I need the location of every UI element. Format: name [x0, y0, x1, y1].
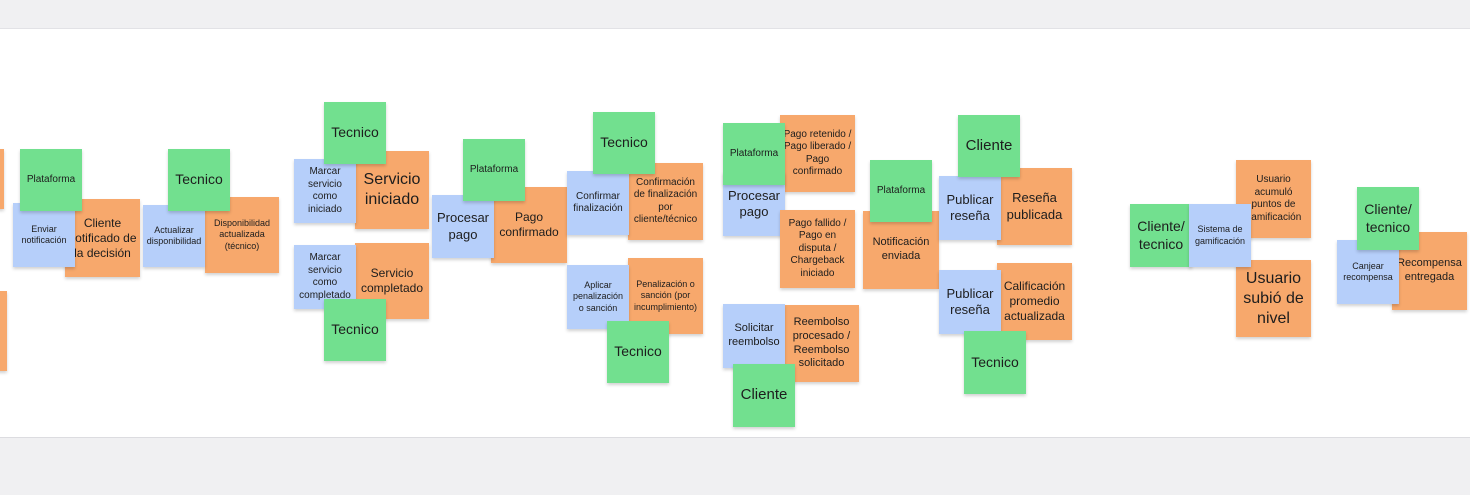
sticky-note-cliente-tecnico[interactable]: Cliente/ tecnico	[1130, 204, 1192, 267]
sticky-note-plataforma[interactable]: Plataforma	[723, 123, 785, 185]
sticky-note-confirmar-finalizacion[interactable]: Confirmar finalización	[567, 171, 629, 235]
sticky-note-solicitar-reembolso[interactable]: Solicitar reembolso	[723, 304, 785, 368]
bottom-panel	[0, 438, 1470, 495]
sticky-note-tecnico[interactable]: Tecnico	[324, 102, 386, 164]
sticky-note-actualizar-disponibilidad[interactable]: Actualizar disponibilidad	[143, 205, 205, 267]
sticky-note-enviar-notificacion[interactable]: Enviar notificación	[13, 203, 75, 267]
sticky-note-confirmacion-finalizacion[interactable]: Confirmación de finalización por cliente…	[628, 163, 703, 240]
sticky-note-plataforma[interactable]: Plataforma	[870, 160, 932, 222]
sticky-note-recompensa-entregada[interactable]: Recompensa entregada	[1392, 232, 1467, 310]
sticky-note-calificacion-actualizada[interactable]: Calificación promedio actualizada	[997, 263, 1072, 340]
sticky-note-tecnico[interactable]: Tecnico	[168, 149, 230, 211]
sticky-note-notificacion-enviada[interactable]: Notificación enviada	[863, 211, 939, 289]
sticky-note-cliente-notificado[interactable]: Cliente notificado de la decisión	[65, 199, 140, 277]
sticky-note-pago-retenido[interactable]: Pago retenido / Pago liberado / Pago con…	[780, 115, 855, 192]
sticky-note-plataforma[interactable]: Plataforma	[20, 149, 82, 211]
sticky-note-reembolso-procesado[interactable]: Reembolso procesado / Reembolso solicita…	[784, 305, 859, 382]
sticky-note-cliente-tecnico[interactable]: Cliente/ tecnico	[1357, 187, 1419, 250]
sticky-note-pago-fallido[interactable]: Pago fallido / Pago en disputa / Chargeb…	[780, 210, 855, 288]
sticky-note-plataforma[interactable]: Plataforma	[463, 139, 525, 201]
partial-note-2[interactable]	[0, 291, 7, 371]
sticky-note-tecnico[interactable]: Tecnico	[593, 112, 655, 174]
sticky-note-procesar-pago[interactable]: Procesar pago	[432, 195, 494, 258]
sticky-note-tecnico[interactable]: Tecnico	[324, 299, 386, 361]
sticky-note-cliente[interactable]: Cliente	[958, 115, 1020, 177]
whiteboard-canvas[interactable]: Cliente notificado de la decisión Enviar…	[0, 29, 1470, 438]
sticky-note-canjear-recompensa[interactable]: Canjear recompensa	[1337, 240, 1399, 304]
sticky-note-marcar-completado[interactable]: Marcar servicio como completado	[294, 245, 356, 309]
sticky-note-publicar-resena[interactable]: Publicar reseña	[939, 270, 1001, 334]
sticky-note-disponibilidad-actualizada[interactable]: Disponibilidad actualizada (técnico)	[205, 197, 279, 273]
sticky-note-resena-publicada[interactable]: Reseña publicada	[997, 168, 1072, 245]
sticky-note-aplicar-penalizacion[interactable]: Aplicar penalización o sanción	[567, 265, 629, 329]
sticky-note-sistema-gamificacion[interactable]: Sistema de gamificación	[1189, 204, 1251, 267]
sticky-note-cliente[interactable]: Cliente	[733, 364, 795, 427]
sticky-note-publicar-resena[interactable]: Publicar reseña	[939, 176, 1001, 240]
sticky-note-servicio-iniciado[interactable]: Servicio iniciado	[355, 151, 429, 229]
sticky-note-usuario-subio-nivel[interactable]: Usuario subió de nivel	[1236, 260, 1311, 337]
sticky-note-marcar-iniciado[interactable]: Marcar servicio como iniciado	[294, 159, 356, 223]
top-toolbar	[0, 0, 1470, 29]
sticky-note-servicio-completado[interactable]: Servicio completado	[355, 243, 429, 319]
sticky-note-tecnico[interactable]: Tecnico	[607, 321, 669, 383]
sticky-note-tecnico[interactable]: Tecnico	[964, 331, 1026, 394]
partial-note-1[interactable]	[0, 149, 4, 209]
